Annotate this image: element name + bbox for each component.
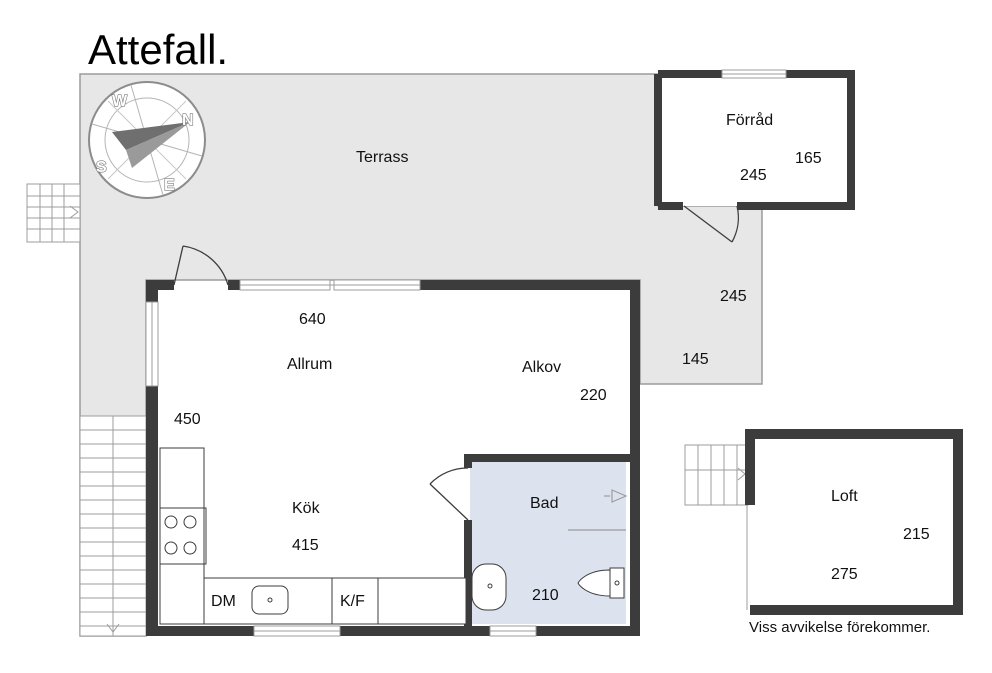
terrace-dimension-a: 245 [720, 288, 747, 305]
compass-east-label: E [164, 177, 175, 194]
terrace-dimension-b: 145 [682, 351, 709, 368]
stairs-left [79, 415, 147, 637]
alcove-name: Alkov [522, 359, 561, 376]
storage-dimension-a: 165 [795, 150, 822, 167]
compass-west-label: W [112, 93, 128, 110]
toilet [577, 567, 625, 599]
washbasin [471, 563, 507, 611]
loft [684, 429, 963, 615]
storage-room [654, 69, 855, 243]
kitchen-name: Kök [292, 500, 321, 517]
cabin-windows [145, 279, 537, 637]
disclaimer-text: Viss avvikelse förekommer. [749, 619, 930, 636]
storage-name: Förråd [726, 111, 773, 129]
bathroom-dimension: 210 [532, 587, 559, 604]
kitchen-dimension: 415 [292, 537, 319, 554]
kitchen-counter [159, 447, 467, 625]
entrance-door [173, 245, 229, 286]
bathroom-door [429, 467, 469, 521]
loft-name: Loft [831, 488, 858, 505]
bathroom-name: Bad [530, 495, 558, 512]
compass-south-label: S [96, 159, 107, 176]
stove [159, 507, 207, 565]
living-room-width: 640 [299, 311, 326, 328]
living-room-name: Allrum [287, 356, 332, 373]
compass: N E S W [88, 81, 206, 199]
dishwasher-label: DM [211, 593, 236, 610]
plan-title: Attefall. [88, 26, 228, 73]
storage-door [683, 205, 740, 243]
loft-dimension-b: 275 [831, 566, 858, 583]
compass-needle [112, 122, 190, 150]
storage-dimension-b: 245 [740, 167, 767, 184]
sink [251, 585, 289, 615]
loft-stairs [684, 444, 749, 610]
terrace-steps-left [26, 183, 81, 243]
shower [568, 489, 628, 531]
compass-north-label: N [182, 112, 194, 129]
fridge-freezer-label: K/F [340, 593, 365, 610]
terrace-name: Terrass [356, 149, 408, 166]
main-cabin [145, 245, 640, 637]
loft-dimension-a: 215 [903, 526, 930, 543]
living-room-height: 450 [174, 411, 201, 428]
alcove-dimension: 220 [580, 387, 607, 404]
